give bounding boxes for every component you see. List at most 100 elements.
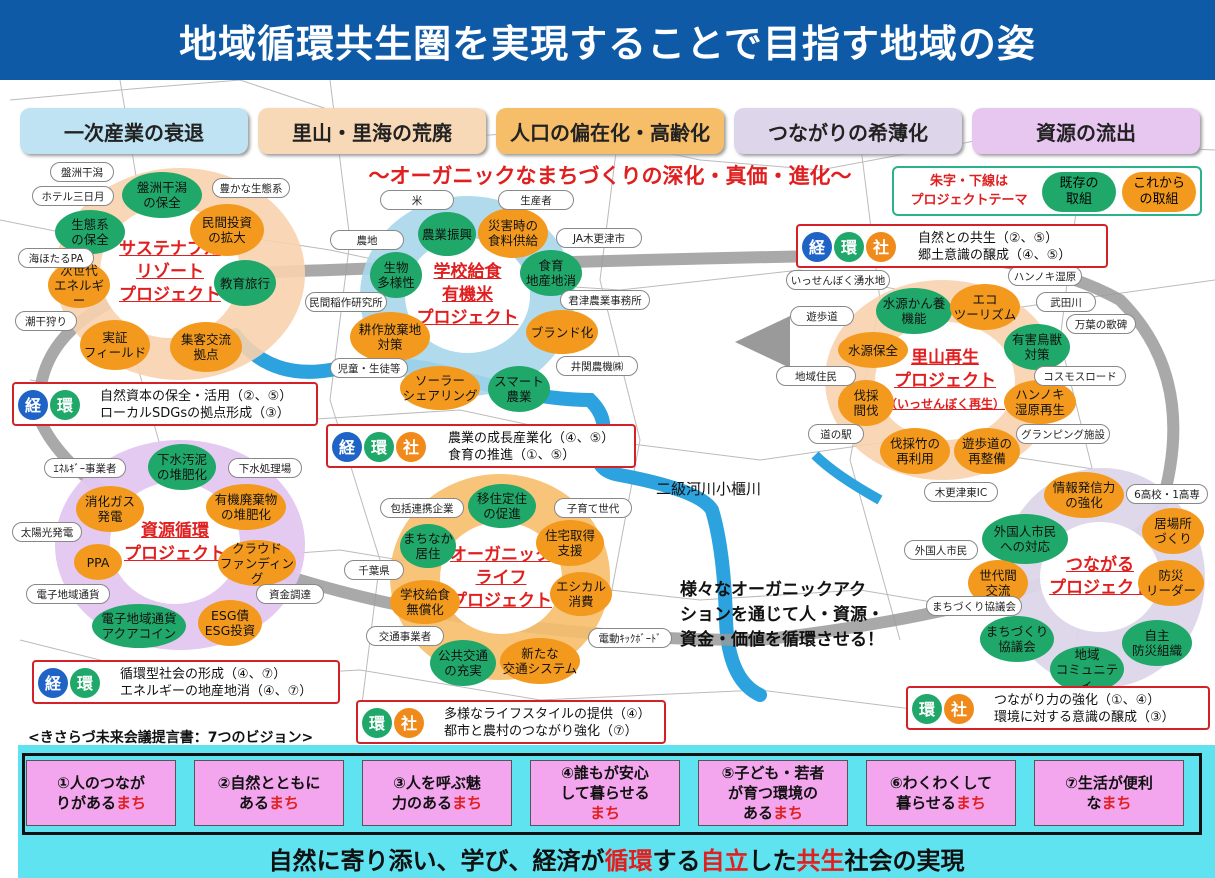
resource-pill: 下水処理場 [228,458,302,478]
satoyama-green-bubble: 有害鳥獣 対策 [1004,324,1070,370]
school-outcome-box: 経 環 社 農業の成長産業化（④、⑤） 食育の推進（①、⑤） [326,424,636,468]
econ-badge: 経 [802,232,832,262]
vision-text: ⑦生活が便利 なまち [1065,773,1153,813]
econ-badge: 経 [332,432,362,462]
resort-green-bubble: 生態系 の保全 [55,210,125,254]
vision-text-main: ④誰もが安心 して暮らせる [560,764,650,802]
legend-future: これから の取組 [1122,172,1196,212]
footer-slogan: 自然に寄り添い、学び、経済が循環する自立した共生社会の実現 [18,838,1215,878]
satoyama-orange-bubble: 伐採竹の 再利用 [880,428,950,474]
vision-text: ①人のつなが りがあるまち [56,773,146,813]
resource-orange-bubble: PPA [74,544,122,580]
vision-text: ③人を呼ぶ魅 力のあるまち [392,773,482,813]
outcome-line: 農業の成長産業化（④、⑤） [448,431,615,446]
school-pill: 井関農機㈱ [556,356,638,376]
school-green-bubble: 生物 多様性 [370,252,422,298]
vision-card: ⑤子ども・若者 が育つ環境の あるまち [698,760,848,826]
issue-label: 一次産業の衰退 [64,120,204,145]
issue-resource-outflow: 資源の流出 [972,108,1200,154]
connect-orange-bubble: 居場所 づくり [1142,508,1204,554]
school-green-bubble: 農業振興 [418,212,476,256]
resource-orange-bubble: クラウド ファンディング [218,540,296,586]
subtitle: ～オーガニックなまちづくりの深化・真価・進化～ [368,164,852,188]
satoyama-pill: 遊歩道 [790,306,854,326]
resort-orange-bubble: 次世代 エネルギー [48,262,110,308]
vision-text-highlight: まち [452,794,483,812]
vision-text: ⑥わくわくして 暮らせるまち [890,773,992,813]
satoyama-orange-bubble: エコ ツーリズム [950,284,1020,330]
vision-text: ⑤子ども・若者 が育つ環境の あるまち [722,763,825,823]
satoyama-project-sub: （いっせんぼく再生） [884,396,1005,411]
organic-project-title: オーガニック ライフ プロジェクト [440,522,562,634]
vision-text-main: ③人を呼ぶ魅 力のある [391,774,481,812]
env-badge: 環 [70,668,100,698]
resort-outcome-box: 経 環 自然資本の保全・活用（②、⑤） ローカルSDGsの拠点形成（③） [12,382,318,426]
footer-highlight: 循環 [604,846,653,875]
organic-green-bubble: 公共交通 の充実 [430,640,496,686]
resource-orange-bubble: 消化ガス 発電 [76,486,144,532]
vision-card: ③人を呼ぶ魅 力のあるまち [362,760,512,826]
school-pill: 米 [380,190,454,210]
env-badge: 環 [362,708,392,738]
organic-orange-bubble: エシカル 消費 [550,572,612,616]
satoyama-pill: 万葉の歌碑 [1066,314,1136,334]
organic-pill: 子育て世代 [554,498,632,518]
school-orange-bubble: 災害時の 食料供給 [478,208,548,258]
school-orange-bubble: ソーラー シェアリング [400,366,480,410]
footer-text: 社会の実現 [844,846,965,875]
vision-text-main: ⑥わくわくして 暮らせる [889,774,993,812]
organic-outcome-box: 環 社 多様なライフスタイルの提供（④） 都市と農村のつながり強化（⑦） [356,700,666,744]
vision-text-highlight: まち [1101,794,1132,812]
organic-orange-bubble: 学校給食 無償化 [390,580,460,624]
econ-badge: 経 [38,668,68,698]
outcome-line: 郷土意識の醸成（④、⑤） [918,248,1072,263]
vision-text-highlight: まち [772,804,803,822]
school-pill: 民間稲作研究所 [305,292,387,312]
outcome-line: 循環型社会の形成（④、⑦） [120,667,287,682]
outcome-line: 自然資本の保全・活用（②、⑤） [100,389,293,404]
soc-badge: 社 [396,432,426,462]
issue-label: 人口の偏在化・高齢化 [510,120,710,145]
satoyama-pill: 武田川 [1036,292,1096,312]
school-green-bubble: 食育 地産地消 [520,250,582,296]
school-orange-bubble: ブランド化 [526,310,598,354]
school-orange-bubble: 耕作放棄地 対策 [350,312,430,362]
resort-pill: 盤洲干潟 [50,162,114,182]
school-green-bubble: スマート 農業 [488,366,550,412]
page-title: 地域循環共生圏を実現することで目指す地域の姿 [0,0,1215,80]
env-badge: 環 [50,390,80,420]
env-badge: 環 [834,232,864,262]
issue-label: つながりの希薄化 [768,120,928,145]
legend: 朱字・下線は プロジェクトテーマ 既存の 取組 これから の取組 [892,166,1202,216]
river-label: 二級河川小櫃川 [656,480,762,498]
satoyama-project-name: 里山再生 プロジェクト [894,347,996,391]
connect-pill: 6高校・1高専 [1126,484,1208,504]
school-pill: 児童・生徒等 [330,358,408,378]
vision-text-highlight: まち [589,804,620,822]
env-badge: 環 [912,694,942,724]
organic-orange-bubble: 住宅取得 支援 [536,520,604,566]
outcome-line: 環境に対する意識の醸成（③） [994,710,1175,725]
vision-text: ④誰もが安心 して暮らせる まち [560,763,649,823]
vision-text-main: ①人のつなが りがある [55,774,145,812]
footer-highlight: 自立 [700,846,749,875]
cycle-arrow-icon [735,316,790,368]
vision-card: ④誰もが安心 して暮らせる まち [530,760,680,826]
resort-orange-bubble: 民間投資 の拡大 [190,204,264,256]
organic-pill: 千葉県 [344,560,404,580]
satoyama-green-bubble: 水源かん養 機能 [876,288,952,334]
vision-card: ⑦生活が便利 なまち [1034,760,1184,826]
outcome-line: つながり力の強化（①、④） [994,693,1161,708]
resource-pill: 電子地域通貨 [26,584,110,604]
cycle-message: 様々なオーガニックアク ションを通じて人・資源・ 資金・価値を循環させる！ [680,580,884,650]
issue-connection: つながりの希薄化 [734,108,962,154]
issue-satoyama: 里山・里海の荒廃 [258,108,486,154]
organic-orange-bubble: 新たな 交通システム [500,638,580,684]
issue-label: 里山・里海の荒廃 [292,120,452,145]
satoyama-orange-bubble: 水源保全 [838,332,908,368]
vision-card: ①人のつなが りがあるまち [26,760,176,826]
visions-label: <きさらづ未来会議提言書：7つのビジョン> [28,730,314,746]
satoyama-pill: ハンノキ湿原 [1008,266,1082,286]
outcome-line: 多様なライフスタイルの提供（④） [444,707,651,722]
resort-green-bubble: 盤洲干潟 の保全 [122,172,202,218]
